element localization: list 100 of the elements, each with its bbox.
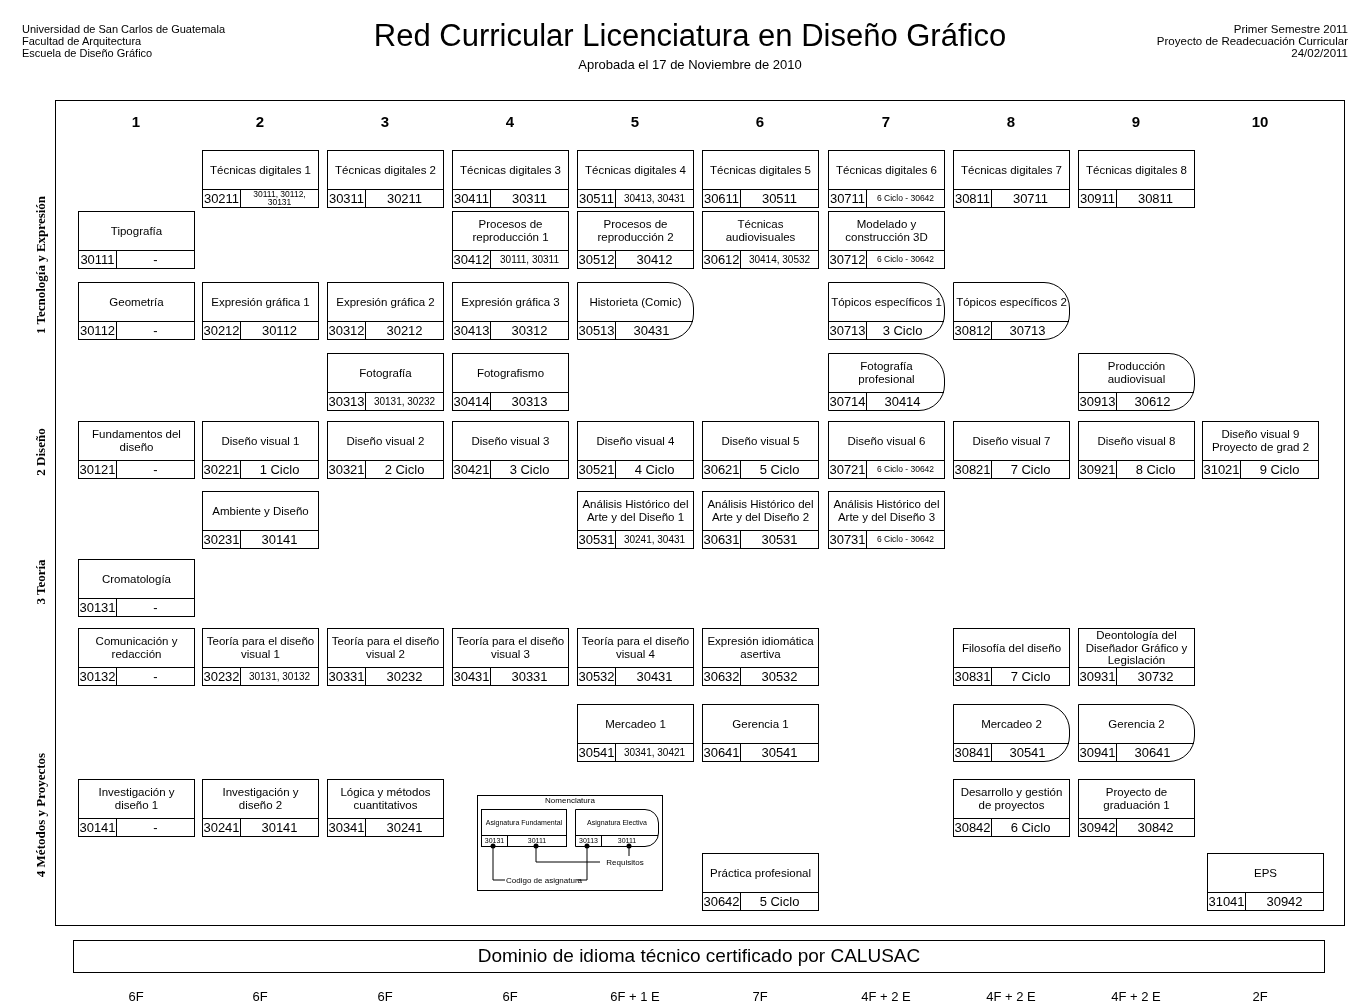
course-name: Técnicas digitales 2 [335, 163, 436, 177]
course-name: Fotografía profesional [857, 360, 916, 386]
course-name: Diseño visual 1 [221, 434, 300, 448]
column-number: 1 [131, 114, 141, 129]
course-code: 30731 [829, 531, 867, 548]
prerequisite: 1 Ciclo [258, 461, 301, 478]
course-name: Diseño visual 8 [1097, 434, 1176, 448]
legend-title: Nomenclatura [545, 797, 595, 805]
course-code: 30331 [328, 668, 366, 685]
course-box [577, 421, 694, 479]
course-box [1207, 853, 1324, 911]
course-box [953, 628, 1070, 686]
course-code: 30612 [703, 251, 741, 268]
prerequisite: 6 Ciclo - 30642 [875, 532, 936, 546]
elective-course-box [828, 282, 945, 340]
course-name: Investigación y diseño 1 [97, 786, 176, 812]
course-code: 30931 [1079, 668, 1117, 685]
prerequisite: 30711 [1011, 190, 1050, 207]
prerequisite: 3 Ciclo [508, 461, 551, 478]
course-code: 30812 [954, 322, 992, 339]
course-code: 30721 [829, 461, 867, 478]
prerequisite: 30312 [510, 322, 549, 339]
prerequisite: - [152, 668, 159, 685]
column-number: 2 [255, 114, 265, 129]
course-box [202, 779, 319, 837]
course-name: Técnicas digitales 7 [961, 163, 1062, 177]
prerequisite: 30141 [260, 531, 299, 548]
prerequisite: 30241 [385, 819, 424, 836]
course-box [577, 150, 694, 208]
course-box [577, 704, 694, 762]
course-name: Ambiente y Diseño [212, 504, 309, 518]
course-box [327, 779, 444, 837]
course-code: 30211 [203, 190, 241, 207]
course-box [1078, 628, 1195, 686]
prerequisite: 8 Ciclo [1134, 461, 1177, 478]
course-box [702, 704, 819, 762]
course-box [202, 150, 319, 208]
legend-box [477, 795, 663, 891]
course-code: 30431 [453, 668, 491, 685]
prerequisite: 30331 [510, 668, 549, 685]
prerequisite: 30131, 30132 [247, 670, 312, 684]
course-box [953, 150, 1070, 208]
prerequisite: 6 Ciclo [1009, 819, 1052, 836]
row-heading: 1 Tecnología y Expresión [33, 195, 47, 335]
prerequisite: - [152, 251, 159, 268]
prerequisite: 30842 [1136, 819, 1175, 836]
credit-count: 6F [377, 990, 393, 1003]
course-box [452, 353, 569, 411]
course-code: 30111 [79, 251, 117, 268]
prerequisite: 30511 [760, 190, 799, 207]
course-box [327, 353, 444, 411]
prerequisite: - [152, 322, 159, 339]
course-code: 30132 [79, 668, 117, 685]
prerequisite: 3 Ciclo [881, 322, 924, 339]
course-name: Expresión gráfica 1 [211, 295, 310, 309]
prerequisite: 30732 [1136, 668, 1175, 685]
prerequisite: 30414, 30532 [747, 253, 812, 267]
course-box [702, 150, 819, 208]
course-name: Técnicas digitales 6 [836, 163, 937, 177]
course-code: 30411 [453, 190, 491, 207]
prerequisite: 30313 [510, 393, 549, 410]
prerequisite: 30131, 30232 [372, 395, 437, 409]
prerequisite: 6 Ciclo - 30642 [875, 462, 936, 476]
subtitle: Aprobada el 17 de Noviembre de 2010 [578, 58, 802, 71]
course-box [481, 809, 567, 847]
credit-count: 4F + 2 E [1111, 990, 1161, 1003]
leader-line [626, 843, 632, 857]
course-name: Teoría para el diseño visual 2 [330, 635, 441, 661]
column-number: 9 [1131, 114, 1141, 129]
course-box [78, 779, 195, 837]
prerequisite: 30212 [385, 322, 424, 339]
course-box [828, 491, 945, 549]
prerequisite: 30141 [260, 819, 299, 836]
course-box [452, 628, 569, 686]
column-number: 7 [881, 114, 891, 129]
elective-course-box [575, 809, 659, 847]
elective-course-box [1078, 704, 1195, 762]
prerequisite: 30112 [260, 322, 299, 339]
course-code: 30621 [703, 461, 741, 478]
course-name: Práctica profesional [710, 866, 811, 880]
prerequisite: 30641 [1133, 744, 1172, 761]
prerequisite: 2 Ciclo [383, 461, 426, 478]
course-box [327, 628, 444, 686]
credit-count: 6F + 1 E [610, 990, 660, 1003]
course-name: Mercadeo 1 [605, 717, 666, 731]
course-code: 30913 [1079, 393, 1117, 410]
course-name: Tipografía [110, 224, 163, 238]
column-number: 4 [505, 114, 515, 129]
course-box [327, 150, 444, 208]
course-box [202, 421, 319, 479]
course-code: 30831 [954, 668, 992, 685]
course-name: Tópicos específicos 2 [956, 295, 1067, 309]
course-code: 30221 [203, 461, 241, 478]
prerequisite: - [152, 461, 159, 478]
prerequisite: 30211 [385, 190, 424, 207]
course-name: Geometría [109, 295, 164, 309]
prerequisite: - [152, 819, 159, 836]
column-number: 5 [630, 114, 640, 129]
course-box [1078, 779, 1195, 837]
course-code: 30821 [954, 461, 992, 478]
